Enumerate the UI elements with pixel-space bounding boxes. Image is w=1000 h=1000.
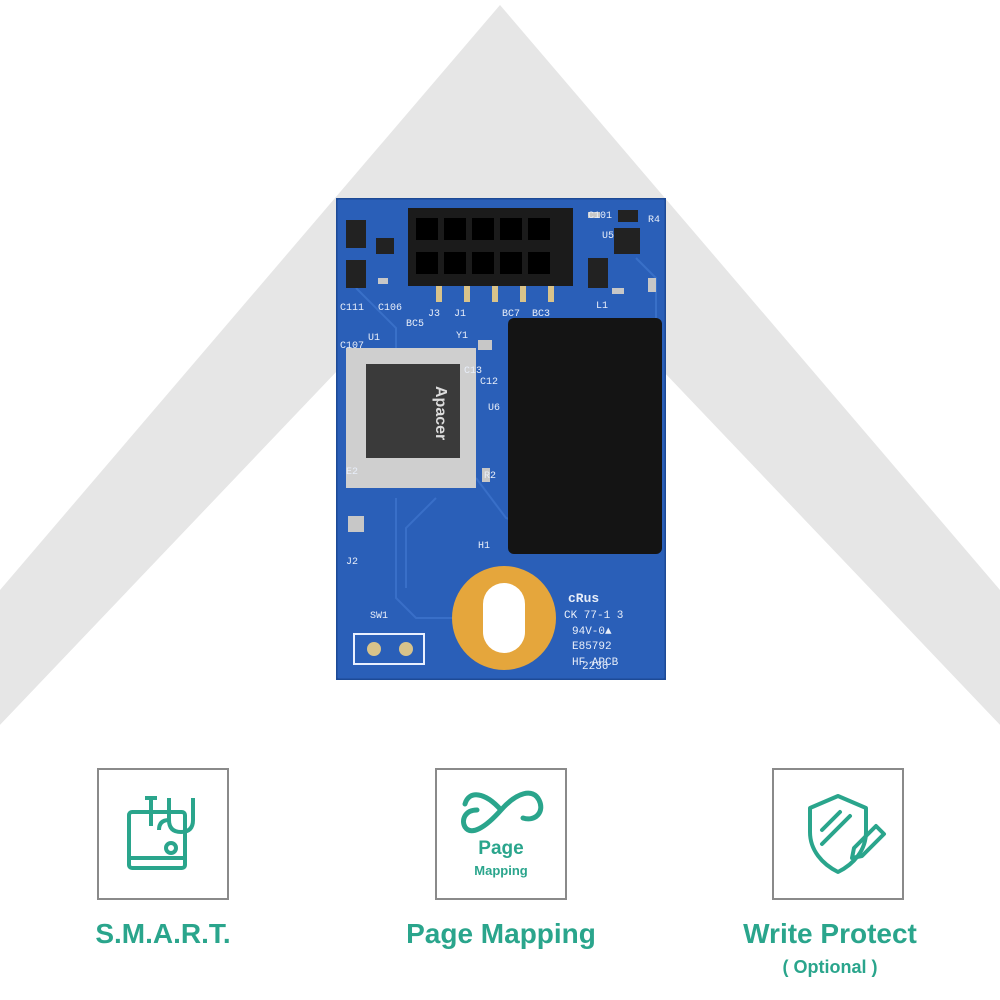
feature-page-mapping: Page Mapping (435, 768, 567, 900)
silkscreen-label: C13 (464, 366, 482, 377)
silkscreen-label: R2 (484, 471, 496, 482)
silkscreen-cert-4: HF APCB (572, 657, 619, 669)
silkscreen-label: C106 (378, 303, 402, 314)
silkscreen-label: U1 (368, 333, 380, 344)
feature-write-protect-label: Write Protect (743, 918, 917, 949)
chip-brand: Apacer (432, 386, 449, 440)
silkscreen-label: E2 (346, 467, 358, 478)
silkscreen-label: H1 (478, 541, 490, 552)
silkscreen-cert-2: 94V-0▲ (572, 626, 612, 638)
silkscreen-date: 2236 (582, 661, 608, 673)
silkscreen-label: C12 (480, 377, 498, 388)
feature-write-protect (772, 768, 904, 900)
silkscreen-label: J1 (454, 309, 466, 320)
feature-smart-label: S.M.A.R.T. (95, 918, 231, 949)
silkscreen-label: J2 (346, 557, 358, 568)
feature-page-mapping-label: Page Mapping (406, 918, 596, 949)
silkscreen-label: BC3 (532, 309, 550, 320)
icon-text-page: Page (478, 838, 524, 859)
ul-mark: cRus (568, 591, 599, 606)
silkscreen-label: BC7 (502, 309, 520, 320)
silkscreen-cert-1: CK 77-1 3 (564, 610, 623, 622)
shield-pencil-icon (808, 794, 886, 874)
silkscreen-label: BC5 (406, 319, 424, 330)
silkscreen-label: L1 (596, 301, 608, 312)
silkscreen-label: C101 (588, 211, 612, 222)
icon-text-mapping: Mapping (474, 863, 528, 878)
silkscreen-label: R4 (648, 215, 660, 226)
infinity-loop-icon (461, 790, 544, 834)
silkscreen-label: C107 (340, 341, 364, 352)
feature-write-protect-note: ( Optional ) (782, 957, 878, 977)
smart-disk-stethoscope-icon (127, 796, 195, 870)
silkscreen-label: U5 (602, 231, 614, 242)
ssd-module-board: Apacer CK 77-1 3 94V-0▲ E85792 HF APCB 2… (336, 198, 666, 680)
silkscreen-label: SW1 (370, 611, 388, 622)
feature-smart (97, 768, 229, 900)
silkscreen-label: C111 (340, 303, 364, 314)
silkscreen-label: U6 (488, 403, 500, 414)
silkscreen-label: J3 (428, 309, 440, 320)
silkscreen-cert-3: E85792 (572, 641, 612, 653)
silkscreen-label: Y1 (456, 331, 468, 342)
